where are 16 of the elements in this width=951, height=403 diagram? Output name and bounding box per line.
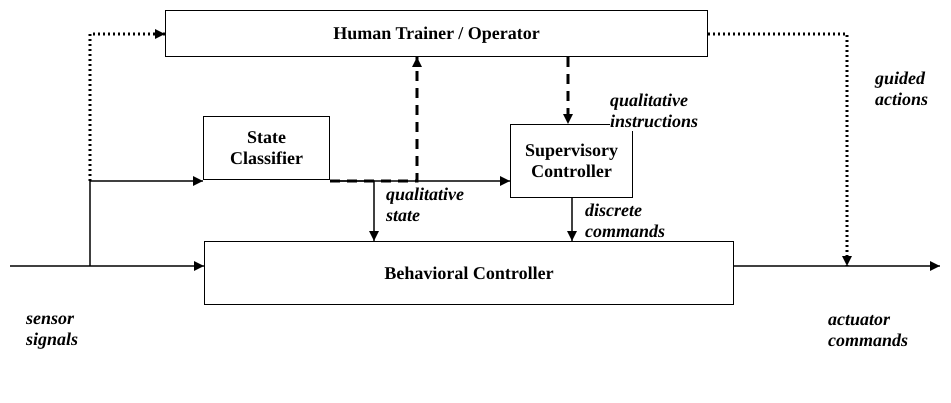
arrow [563, 57, 573, 124]
arrow [567, 198, 577, 241]
arrow [10, 261, 204, 271]
arrow [88, 29, 165, 181]
arrow [734, 261, 940, 271]
box-label: State Classifier [229, 127, 304, 169]
process-box [204, 241, 734, 305]
arrow [708, 32, 852, 266]
process-box [203, 116, 330, 180]
process-box [165, 10, 708, 57]
box-label: Behavioral Controller [384, 262, 554, 284]
box-label: Supervisory Controller [524, 140, 619, 182]
arrow [330, 180, 379, 241]
box-label: Human Trainer / Operator [333, 23, 540, 44]
arrow [330, 57, 422, 182]
arrow [89, 176, 203, 266]
